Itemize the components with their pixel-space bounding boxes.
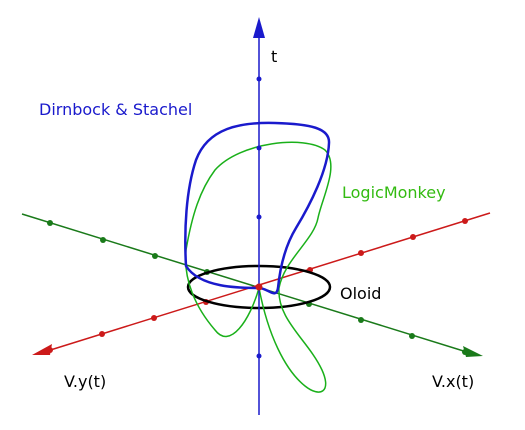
t-axis [253,17,265,415]
t-tick [256,76,262,82]
vx-axis-arrowhead [32,344,52,355]
origin-point [255,283,263,291]
dirnbock-curve [184,121,331,295]
vy-axis-line [21,213,471,354]
oloid-label: Oloid [340,284,381,303]
t-tick [256,145,262,151]
vx-axis [32,212,491,355]
t-tick [256,353,262,359]
vy-axis-ticks [47,220,468,355]
vy-axis-label: V.y(t) [64,372,106,391]
t-tick [256,214,262,220]
vx-tick [99,331,105,337]
vy-axis [21,213,483,357]
vx-axis-line [43,212,491,353]
logicmonkey-label: LogicMonkey [342,183,446,202]
logicmonkey-curve [184,141,332,393]
vx-tick [358,250,364,256]
vy-tick [152,253,158,259]
t-axis-ticks [256,76,262,359]
vy-tick [358,317,364,323]
vy-tick [409,333,415,339]
vx-tick [47,347,53,353]
vx-tick [462,218,468,224]
vy-tick [462,349,468,355]
t-axis-arrowhead [253,17,265,38]
t-axis-label: t [271,47,277,66]
vx-axis-label: V.x(t) [432,372,474,391]
vx-tick [410,234,416,240]
vx-tick [151,315,157,321]
dirnbock-label: Dirnbock & Stachel [39,100,192,119]
vy-tick [47,220,53,226]
vy-tick [100,237,106,243]
vy-axis-arrowhead [463,346,483,357]
